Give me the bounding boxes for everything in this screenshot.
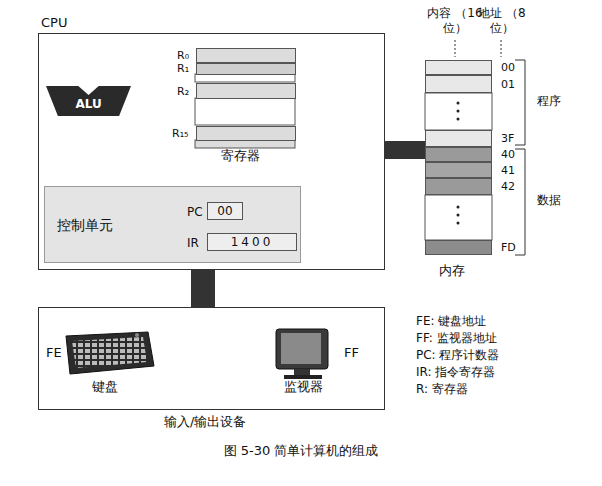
register-cell: R₀: [196, 48, 296, 63]
node-label: 40: [501, 148, 515, 162]
node-label: 01: [501, 78, 515, 92]
column-header: 地址 （8位）: [478, 6, 526, 36]
node-label: IR: [187, 236, 199, 250]
node-label: FE: [46, 346, 62, 360]
register-cell: R₂: [196, 83, 296, 99]
register-cell: R₁₅: [196, 126, 296, 141]
register-cell: R₁: [196, 63, 296, 75]
register-box: IR1400: [207, 233, 297, 251]
region-label: 程序: [537, 94, 561, 109]
memory-cell: [425, 93, 492, 130]
node-label: 键盘: [92, 380, 118, 394]
node-label: 42: [501, 180, 515, 194]
register-box: PC00: [207, 202, 243, 220]
leader-line: [455, 40, 456, 57]
node-label: 控制单元: [57, 218, 113, 232]
region-label: 数据: [537, 193, 561, 208]
register-cell: [195, 98, 295, 125]
memory-cell: 01: [425, 75, 492, 93]
control-unit: 控制单元PC00IR1400: [44, 186, 301, 263]
node-label: 监视器: [284, 380, 323, 394]
memory: 内存00013F404142FD: [425, 58, 492, 258]
register-file: 寄存器R₀R₁R₂R₁₅: [171, 45, 301, 169]
io-box: 输入/输出设备键盘FE监视器FF: [38, 307, 385, 410]
memory-cell: FD: [425, 240, 492, 255]
key-note: R: 寄存器: [416, 382, 468, 397]
key-note: FE: 键盘地址: [416, 314, 486, 329]
node-label: 寄存器: [221, 149, 260, 163]
figure-caption: 图 5-30 简单计算机的组成: [0, 443, 602, 458]
node-label: 内存: [439, 264, 465, 278]
bus-connector: [385, 141, 425, 159]
bus-connector: [191, 270, 215, 307]
node-label: PC: [187, 205, 203, 219]
node-label: R₀: [177, 49, 189, 63]
node-label: R₁: [177, 62, 189, 76]
memory-cell: 41: [425, 162, 492, 178]
register-cell: [195, 74, 295, 82]
monitor-icon: [276, 329, 328, 379]
keyboard: 键盘 FE: [46, 326, 161, 398]
alu-shape: ALU: [46, 86, 131, 116]
node-label: FD: [501, 241, 516, 255]
box-text: ALU: [75, 97, 101, 111]
memory-cell: 40: [425, 147, 492, 162]
key-note: FF: 监视器地址: [416, 331, 497, 346]
key-note: IR: 指令寄存器: [416, 365, 495, 380]
node-label: 输入/输出设备: [164, 415, 246, 429]
box-text: 1400: [231, 234, 274, 250]
node-label: FF: [344, 346, 359, 360]
cpu-box: CPUALU寄存器R₀R₁R₂R₁₅控制单元PC00IR1400: [38, 33, 385, 270]
monitor: 监视器 FF: [271, 326, 366, 398]
memory-cell: 42: [425, 178, 492, 195]
node-label: CPU: [41, 16, 67, 30]
node-label: 3F: [501, 132, 514, 146]
box-text: 00: [217, 203, 232, 219]
memory-cell: [425, 195, 492, 240]
keyboard-icon: [66, 332, 154, 374]
node-label: R₁₅: [172, 127, 188, 141]
bracket: [515, 149, 525, 255]
node-label: 00: [501, 61, 515, 75]
column-header: 内容 （16位）: [425, 6, 485, 36]
leader-line: [501, 40, 502, 57]
memory-cell: 00: [425, 60, 492, 75]
memory-cell: 3F: [425, 130, 492, 147]
key-note: PC: 程序计数器: [416, 348, 499, 363]
register-cell: [195, 140, 295, 148]
node-label: 41: [501, 164, 515, 178]
node-label: R₂: [177, 85, 189, 99]
bracket: [515, 60, 525, 145]
